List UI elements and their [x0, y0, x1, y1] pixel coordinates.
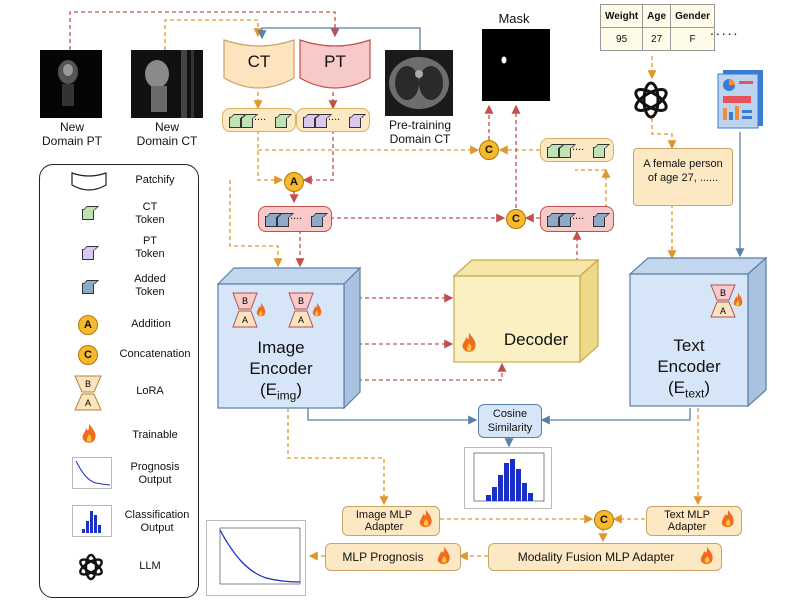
image-encoder-line2: Encoder [249, 359, 313, 378]
pt-label: PT [324, 52, 346, 71]
svg-text:B: B [298, 296, 304, 306]
text-encoder-line3: (Etext) [667, 378, 710, 401]
table-header: Weight [599, 4, 644, 28]
modality-fusion-label: Modality Fusion MLP Adapter [517, 550, 675, 564]
text-prompt-box: A female person of age 27, ...... [633, 148, 733, 206]
legend-prognosis-output-label: Prognosis Output [130, 461, 180, 486]
fire-icon [700, 547, 713, 564]
table-header: Age [642, 4, 672, 28]
mask-label: Mask [498, 11, 530, 26]
text-prompt: A female person of age 27, ...... [643, 158, 723, 184]
legend-addition-label: Addition [131, 318, 171, 330]
legend-patchify-label: Patchify [135, 174, 175, 186]
fire-icon [721, 510, 734, 527]
fire-icon [256, 303, 266, 317]
new-domain-ct-image [131, 50, 203, 118]
cosine-similarity-label: Cosine Similarity [487, 408, 533, 434]
report-document-icon [717, 70, 763, 129]
mlp-prognosis: MLP Prognosis [325, 543, 461, 571]
fire-icon [462, 333, 476, 352]
legend: Patchify CT Token PT Token Added Token A… [39, 164, 199, 598]
pt-token-group: .... [296, 108, 370, 132]
added-token-group-right: .... [540, 206, 614, 232]
svg-text:A: A [298, 315, 304, 325]
decoder-label: Decoder [503, 330, 569, 349]
concat-op-bottom: C [594, 510, 614, 530]
svg-text:B: B [85, 379, 91, 389]
concat-op-mid: C [506, 209, 526, 229]
table-cell: F [670, 27, 716, 51]
new-domain-pt-image [40, 50, 102, 118]
svg-text:B: B [242, 296, 248, 306]
svg-text:A: A [85, 398, 91, 408]
legend-lora-label: LoRA [136, 385, 164, 397]
ct-patchify-shape [223, 39, 295, 89]
pt-patchify-shape [299, 39, 371, 89]
concatenation-icon: C [78, 345, 98, 365]
prognosis-output-icon [72, 457, 112, 489]
ct-token-icon [82, 209, 94, 220]
svg-text:B: B [720, 288, 726, 298]
lora-icon-1: B A [232, 292, 258, 328]
added-token-icon [82, 283, 94, 294]
legend-added-token-label: Added Token [134, 273, 166, 298]
text-encoder-line1: Text [673, 336, 705, 355]
mask-image [482, 29, 550, 101]
table-ellipsis: ..... [710, 22, 740, 38]
addition-op: A [284, 172, 304, 192]
ct-token-group: .... [222, 108, 296, 132]
addition-icon: A [78, 315, 98, 335]
legend-classification-output-label: Classification Output [124, 509, 190, 534]
prognosis-output-chart [206, 520, 306, 596]
classification-output-chart [464, 447, 552, 509]
pt-token-icon [82, 249, 94, 260]
table-header: Gender [670, 4, 716, 28]
image-mlp-adapter-label: Image MLP Adapter [355, 509, 413, 533]
fire-icon [437, 547, 450, 564]
svg-text:A: A [720, 306, 726, 316]
lora-icon-2: B A [288, 292, 314, 328]
lora-icon: B A [74, 375, 102, 411]
added-token-group-left: .... [258, 206, 332, 232]
modality-fusion-mlp-adapter: Modality Fusion MLP Adapter [488, 543, 722, 571]
llm-icon [634, 81, 668, 119]
concat-op-top: C [479, 140, 499, 160]
new-domain-pt-label: New Domain PT [41, 120, 103, 148]
new-domain-ct-label: New Domain CT [136, 120, 198, 148]
patchify-icon [71, 172, 107, 191]
pretraining-ct-image [385, 50, 453, 116]
image-encoder-line3: (Eimg) [259, 380, 302, 403]
legend-pt-token-label: PT Token [135, 235, 165, 260]
legend-ct-token-label: CT Token [135, 201, 165, 226]
fire-icon [312, 303, 322, 317]
legend-llm-label: LLM [139, 560, 161, 572]
classification-output-icon [72, 505, 112, 537]
fire-icon [419, 510, 432, 527]
image-encoder-line1: Image [257, 338, 305, 357]
ct-label: CT [247, 52, 271, 71]
pretraining-ct-label: Pre-training Domain CT [388, 118, 452, 146]
cosine-similarity-box: Cosine Similarity [478, 404, 542, 438]
table-cell: 27 [642, 27, 672, 51]
legend-trainable-label: Trainable [132, 429, 178, 441]
mlp-prognosis-label: MLP Prognosis [342, 550, 424, 564]
llm-legend-icon [79, 553, 103, 581]
fire-icon [733, 293, 743, 307]
text-encoder-line2: Encoder [657, 357, 721, 376]
text-mlp-adapter-label: Text MLP Adapter [664, 509, 710, 533]
lora-icon-text: B A [710, 284, 736, 318]
trainable-fire-icon [82, 424, 96, 443]
legend-concatenation-label: Concatenation [119, 348, 191, 360]
ct-token-group-right: .... [540, 138, 614, 162]
svg-text:A: A [242, 315, 248, 325]
table-cell: 95 [599, 27, 644, 51]
